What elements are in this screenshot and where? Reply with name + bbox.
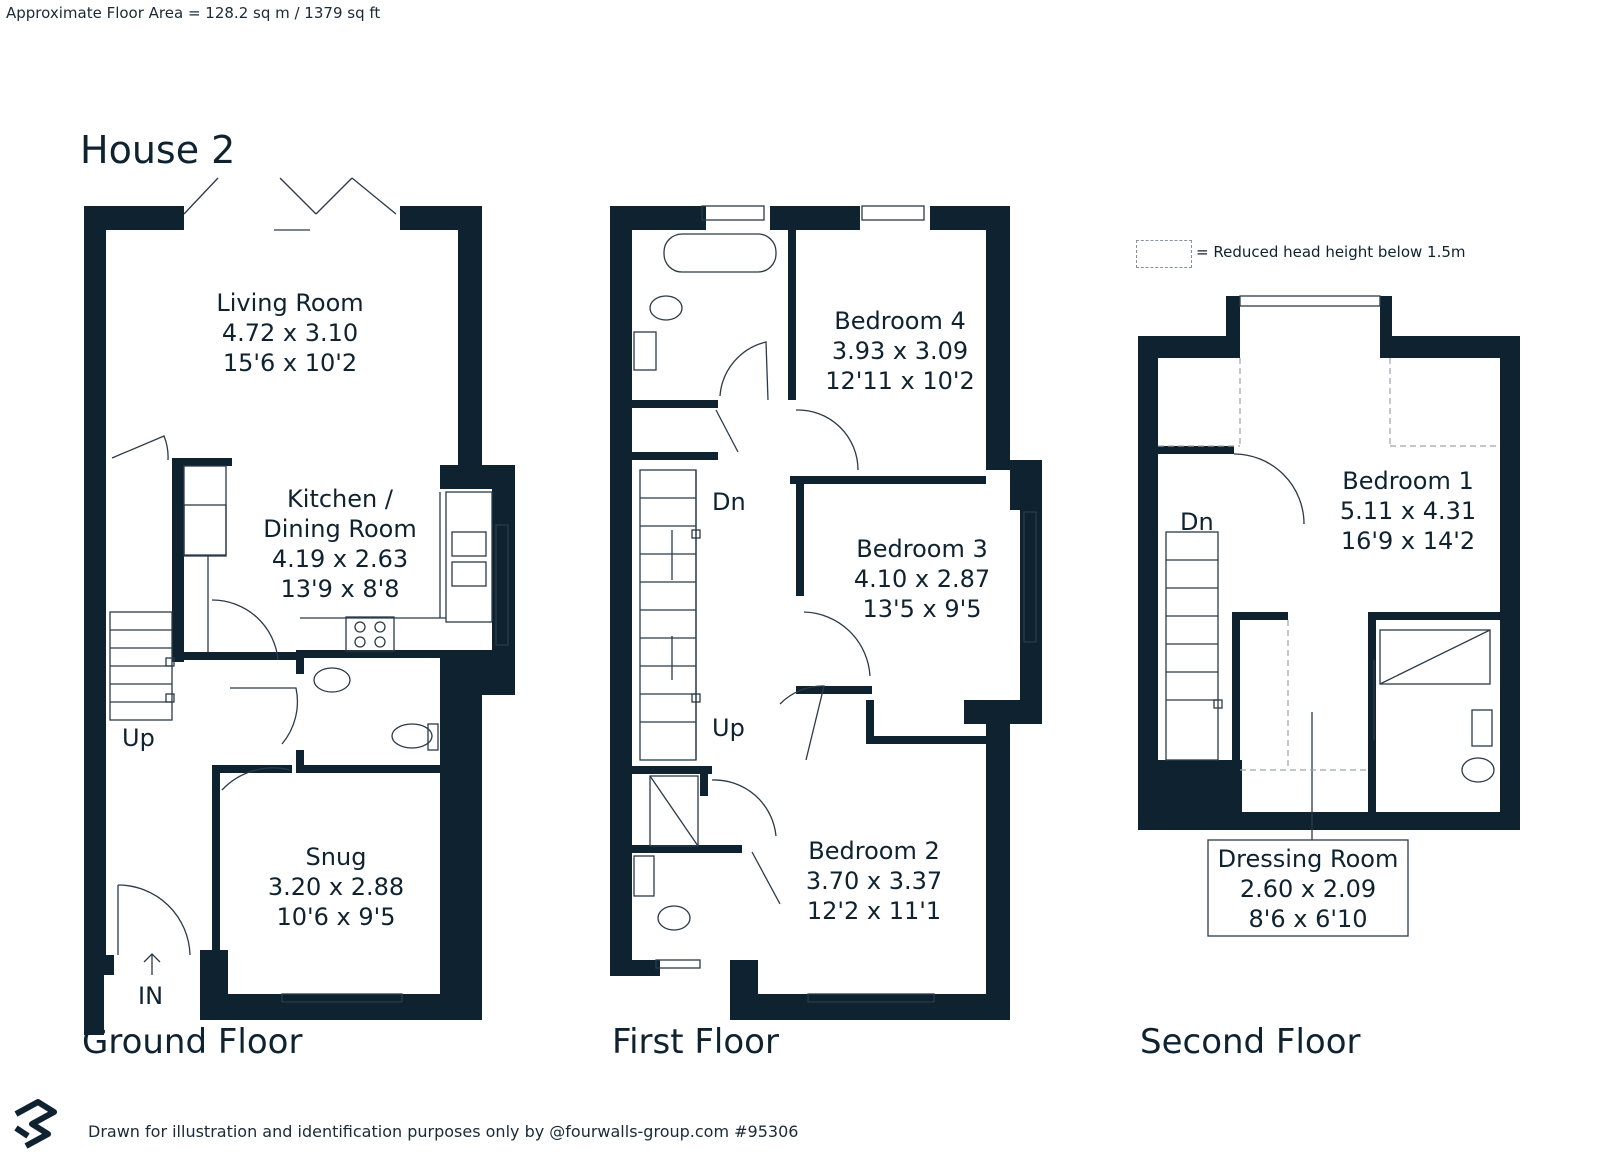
room-snug: Snug 3.20 x 2.88 10'6 x 9'5 xyxy=(268,842,404,932)
room-imperial: 16'9 x 14'2 xyxy=(1340,527,1476,555)
room-kitchen-dining: Kitchen / Dining Room 4.19 x 2.63 13'9 x… xyxy=(263,484,416,604)
room-name: Living Room xyxy=(216,289,364,317)
room-dressing-room: Dressing Room 2.60 x 2.09 8'6 x 6'10 xyxy=(1218,844,1399,934)
room-name: Bedroom 3 xyxy=(856,535,988,563)
stairs-down-label: Dn xyxy=(712,488,746,516)
room-name: Kitchen / xyxy=(287,485,393,513)
room-name: Bedroom 4 xyxy=(834,307,966,335)
room-metric: 4.19 x 2.63 xyxy=(271,545,409,573)
room-name: Bedroom 1 xyxy=(1342,467,1474,495)
floor-area-text: Approximate Floor Area = 128.2 sq m / 13… xyxy=(6,4,381,22)
first-floor-title: First Floor xyxy=(612,1022,779,1062)
stairs-up-label: Up xyxy=(712,714,745,742)
room-name-line2: Dining Room xyxy=(263,515,417,543)
room-metric: 5.11 x 4.31 xyxy=(1339,497,1477,525)
room-imperial: 12'11 x 10'2 xyxy=(825,367,975,395)
room-bedroom-3: Bedroom 3 4.10 x 2.87 13'5 x 9'5 xyxy=(854,534,990,624)
room-metric: 4.10 x 2.87 xyxy=(853,565,991,593)
room-imperial: 15'6 x 10'2 xyxy=(222,349,358,377)
stairs-down-label: Dn xyxy=(1180,508,1214,536)
legend-swatch xyxy=(1136,240,1192,268)
room-imperial: 8'6 x 6'10 xyxy=(1248,905,1368,933)
room-living-room: Living Room 4.72 x 3.10 15'6 x 10'2 xyxy=(216,288,363,378)
room-metric: 3.93 x 3.09 xyxy=(831,337,969,365)
room-bedroom-4: Bedroom 4 3.93 x 3.09 12'11 x 10'2 xyxy=(825,306,975,396)
stairs-up-label: Up xyxy=(122,724,155,752)
room-metric: 3.20 x 2.88 xyxy=(267,873,405,901)
house-title: House 2 xyxy=(80,128,236,172)
room-imperial: 13'5 x 9'5 xyxy=(862,595,982,623)
room-name: Dressing Room xyxy=(1217,845,1399,873)
room-metric: 3.70 x 3.37 xyxy=(805,867,943,895)
room-name: Bedroom 2 xyxy=(808,837,940,865)
ground-floor-title: Ground Floor xyxy=(82,1022,303,1062)
second-floor-title: Second Floor xyxy=(1140,1022,1361,1062)
entrance-in-label: IN xyxy=(138,982,164,1010)
fourwalls-logo-icon xyxy=(14,1099,57,1149)
room-metric: 4.72 x 3.10 xyxy=(221,319,359,347)
room-imperial: 10'6 x 9'5 xyxy=(276,903,396,931)
legend-text: = Reduced head height below 1.5m xyxy=(1196,243,1466,261)
footer-credit: Drawn for illustration and identificatio… xyxy=(88,1122,799,1141)
room-bedroom-1: Bedroom 1 5.11 x 4.31 16'9 x 14'2 xyxy=(1340,466,1476,556)
room-metric: 2.60 x 2.09 xyxy=(1239,875,1377,903)
room-bedroom-2: Bedroom 2 3.70 x 3.37 12'2 x 11'1 xyxy=(806,836,942,926)
room-imperial: 12'2 x 11'1 xyxy=(806,897,942,925)
room-imperial: 13'9 x 8'8 xyxy=(280,575,400,603)
room-name: Snug xyxy=(305,843,367,871)
